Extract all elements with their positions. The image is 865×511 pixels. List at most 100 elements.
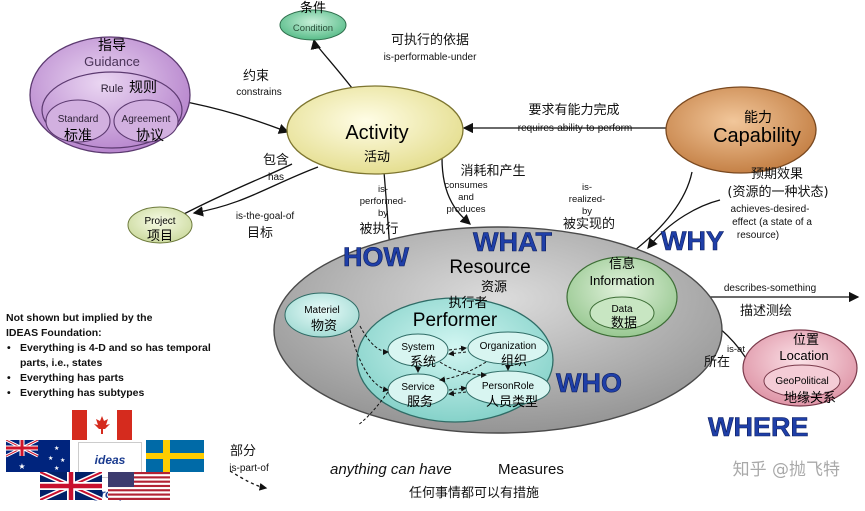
resource-en: Resource xyxy=(449,257,530,278)
materiel-cn: 物资 xyxy=(311,319,337,334)
service-node: Service 服务 xyxy=(387,373,449,410)
describes-en: describes-something xyxy=(724,283,816,294)
arrow-project-to-activity xyxy=(181,163,293,216)
system-en: System xyxy=(401,342,434,353)
arrow-capability-effect xyxy=(647,199,721,250)
capability-en: Capability xyxy=(713,125,801,147)
standard-cn: 标准 xyxy=(64,128,92,144)
note-item: Everything is 4-D and so has temporal pa… xyxy=(7,341,221,371)
data-en: Data xyxy=(611,304,633,315)
resource-cn: 资源 xyxy=(481,280,507,295)
is-realized-by-en-3: by xyxy=(582,206,592,217)
svg-text:★: ★ xyxy=(60,457,65,464)
where-label: WHERE xyxy=(708,412,809,442)
is-realized-by-en-1: is- xyxy=(582,182,592,193)
is-performed-by-en-3: by xyxy=(378,208,388,219)
activity-node: Activity 活动 xyxy=(286,85,464,175)
system-cn: 系统 xyxy=(410,355,436,370)
project-node: Project 项目 xyxy=(127,206,193,244)
geopolitical-cn: 地缘关系 xyxy=(784,391,836,406)
is-at-en: is-at xyxy=(727,344,745,355)
question-words: HOW WHAT WHY WHO WHERE xyxy=(343,226,809,443)
notes-title-1: Not shown but implied by the xyxy=(6,312,153,324)
personrole-cn: 人员类型 xyxy=(486,395,538,410)
arrow-guidance-to-activity xyxy=(175,99,290,134)
svg-text:★: ★ xyxy=(48,455,53,462)
arrow-is-part-of xyxy=(229,470,268,491)
materiel-node: Materiel 物资 xyxy=(284,292,360,338)
location-cn: 位置 xyxy=(793,333,819,348)
svg-text:★: ★ xyxy=(18,462,25,471)
is-performable-under-en: is-performable-under xyxy=(384,52,477,63)
canada-flag xyxy=(72,410,132,440)
achieves-en-2: effect (a state of a xyxy=(732,217,812,228)
rule-cn: 规则 xyxy=(129,80,157,96)
svg-text:★: ★ xyxy=(54,465,59,472)
organization-cn: 组织 xyxy=(501,354,527,369)
achieves-cn-1: 预期效果 xyxy=(751,167,803,182)
guidance-node: 指导 Guidance Rule 规则 Standard 标准 Agreemen… xyxy=(29,36,191,154)
svg-text:★: ★ xyxy=(54,445,59,452)
note-item: Everything has parts xyxy=(7,371,221,386)
measures-word: Measures xyxy=(498,461,564,478)
performer-en: Performer xyxy=(413,310,498,331)
measures-caption: anything can have Measures 任何事情都可以有措施 xyxy=(330,461,564,501)
relation-labels: 可执行的依据 is-performable-under 约束 constrain… xyxy=(229,32,828,474)
watermark: 知乎 @抛飞特 xyxy=(733,460,840,480)
notes-title-2: IDEAS Foundation: xyxy=(6,327,102,339)
project-cn: 项目 xyxy=(147,229,173,244)
achieves-cn-2: (资源的一种状态) xyxy=(727,184,828,200)
sweden-flag xyxy=(146,440,204,472)
materiel-en: Materiel xyxy=(304,305,340,316)
is-realized-by-cn: 被实现的 xyxy=(563,216,615,232)
describes-cn: 描述测绘 xyxy=(740,304,792,319)
activity-en: Activity xyxy=(345,122,408,144)
personrole-en: PersonRole xyxy=(482,381,535,392)
what-label: WHAT xyxy=(473,227,552,257)
condition-cn: 条件 xyxy=(300,0,326,16)
consumes-cn: 消耗和产生 xyxy=(460,164,525,179)
data-cn: 数据 xyxy=(611,316,637,331)
foundation-notes: Not shown but implied by the IDEAS Found… xyxy=(6,311,221,401)
is-part-of-en: is-part-of xyxy=(229,463,269,474)
capability-node: 能力 Capability xyxy=(665,86,817,174)
constrains-en: constrains xyxy=(236,87,282,98)
achieves-en-3: resource) xyxy=(737,230,779,241)
notes-list: Everything is 4-D and so has temporal pa… xyxy=(6,341,221,401)
agreement-en: Agreement xyxy=(122,114,171,125)
capability-cn: 能力 xyxy=(744,110,772,126)
is-realized-by-en-2: realized- xyxy=(569,194,605,205)
standard-en: Standard xyxy=(58,114,99,125)
guidance-cn: 指导 xyxy=(98,38,126,54)
is-performed-by-cn: 被执行 xyxy=(359,222,398,237)
has-cn: 包含 xyxy=(263,152,289,168)
project-en: Project xyxy=(144,216,175,227)
is-at-cn: 所在 xyxy=(704,355,730,370)
performer-internal-arrows xyxy=(349,325,511,426)
is-goal-of-en: is-the-goal-of xyxy=(236,211,295,222)
australia-flag: ★ ★ ★ ★ ★ xyxy=(6,440,70,472)
activity-cn: 活动 xyxy=(364,150,390,165)
service-en: Service xyxy=(401,382,435,393)
uk-flag xyxy=(40,472,102,500)
how-label: HOW xyxy=(343,242,410,272)
geopolitical-en: GeoPolitical xyxy=(775,376,828,387)
has-en: has xyxy=(268,172,284,183)
condition-en: Condition xyxy=(293,23,333,34)
service-cn: 服务 xyxy=(407,394,433,410)
personrole-node: PersonRole 人员类型 xyxy=(465,370,551,410)
measures-italic: anything can have xyxy=(330,461,452,478)
is-part-of-cn: 部分 xyxy=(230,444,256,459)
achieves-en-1: achieves-desired- xyxy=(731,204,810,215)
consumes-en-2: and xyxy=(458,192,474,203)
requires-ability-en: requires-ability-to-perform xyxy=(518,123,632,134)
note-item: Everything has subtypes xyxy=(7,386,221,401)
consumes-en-3: produces xyxy=(446,204,485,215)
guidance-en: Guidance xyxy=(84,54,140,69)
who-label: WHO xyxy=(556,368,622,398)
information-en: Information xyxy=(589,273,654,288)
consumes-en-1: consumes xyxy=(444,180,488,191)
is-performable-under-cn: 可执行的依据 xyxy=(391,32,469,48)
agreement-cn: 协议 xyxy=(136,128,164,144)
